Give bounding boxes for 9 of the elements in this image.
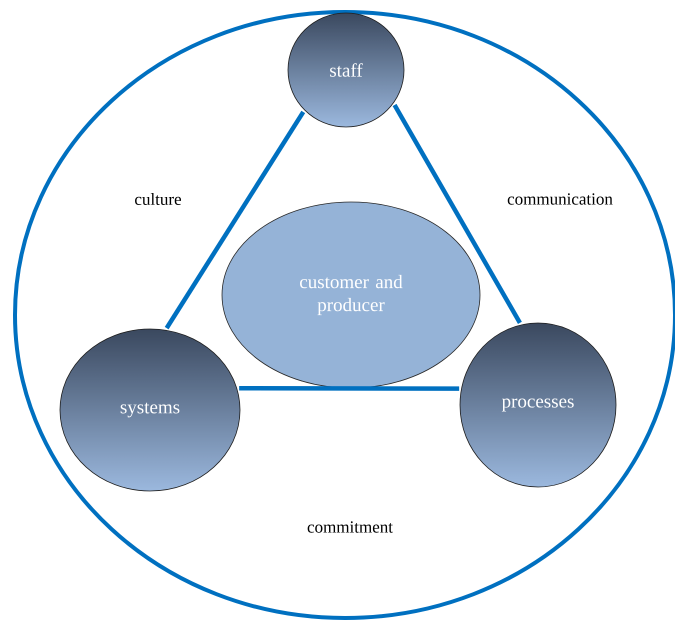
text-label: commitment xyxy=(308,521,393,533)
text-label: communication xyxy=(508,193,613,205)
circle-node: systems xyxy=(60,328,240,492)
connector-line xyxy=(239,386,460,391)
connector-line xyxy=(164,110,306,330)
connector-line xyxy=(392,104,522,324)
circle-node: processes xyxy=(460,322,616,488)
circle-node: staff xyxy=(288,12,404,128)
text-label: culture xyxy=(135,193,182,205)
